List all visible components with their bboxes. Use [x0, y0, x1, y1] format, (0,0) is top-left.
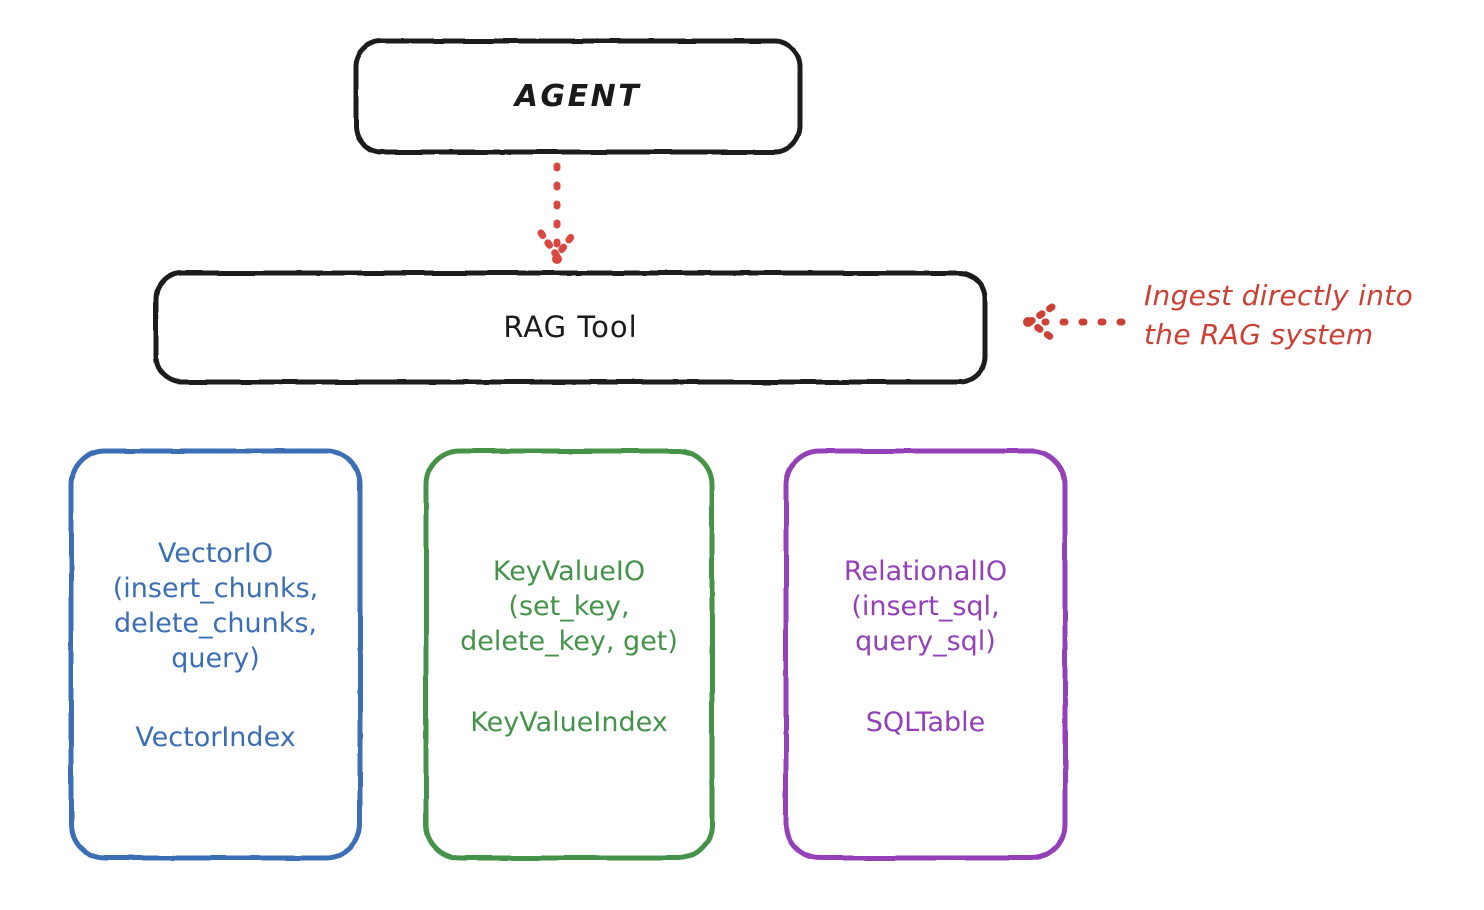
- key-value-io-index-label: KeyValueIndex: [470, 707, 668, 739]
- relational-io-index-label: SQLTable: [865, 707, 986, 739]
- key-value-io-api-label: KeyValueIO (set_key, delete_key, get): [460, 556, 678, 658]
- agent-to-rag-connector: [537, 162, 578, 264]
- vector-io-node[interactable]: VectorIO (insert_chunks, delete_chunks, …: [70, 450, 361, 859]
- agent-node-label: AGENT: [514, 79, 642, 114]
- relational-io-node[interactable]: RelationalIO (insert_sql, query_sql) SQL…: [785, 450, 1066, 859]
- key-value-io-node[interactable]: KeyValueIO (set_key, delete_key, get) Ke…: [425, 450, 713, 859]
- relational-io-api-label: RelationalIO (insert_sql, query_sql): [843, 556, 1008, 658]
- rag-tool-node-label: RAG Tool: [503, 309, 638, 344]
- ingest-arrow: [1023, 303, 1126, 342]
- vector-io-api-label: VectorIO (insert_chunks, delete_chunks, …: [112, 538, 319, 675]
- ingest-annotation: Ingest directly into the RAG system: [1144, 276, 1474, 354]
- ingest-annotation-label: Ingest directly into the RAG system: [1144, 279, 1414, 352]
- agent-node[interactable]: AGENT: [355, 40, 801, 153]
- rag-tool-node[interactable]: RAG Tool: [155, 272, 986, 383]
- vector-io-index-label: VectorIndex: [135, 722, 296, 754]
